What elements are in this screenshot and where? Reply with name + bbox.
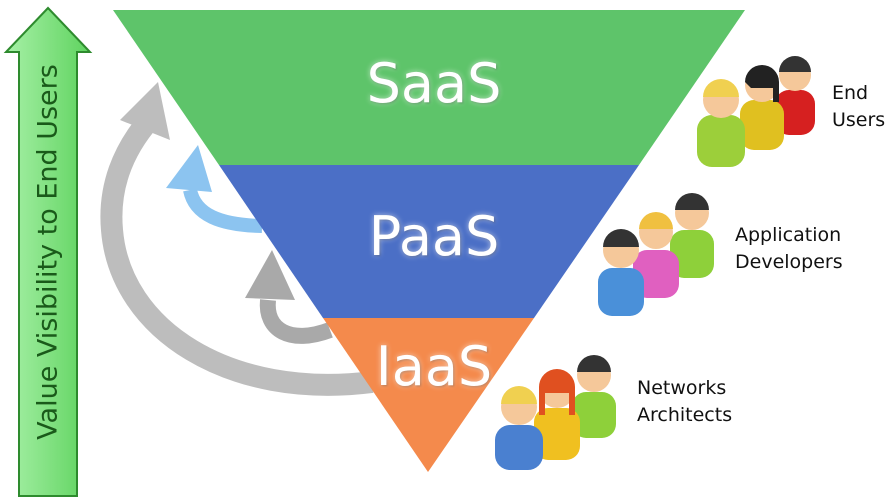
- value-visibility-axis-label: Value Visibility to End Users: [32, 64, 64, 440]
- small-gray-curved-arrow: [259, 299, 333, 344]
- end-users-label: End Users: [832, 80, 885, 134]
- blue-arrowhead: [166, 145, 212, 192]
- iaas-band: [323, 318, 534, 472]
- end-users-people-icon: [697, 56, 815, 167]
- architects-label: Networks Architects: [637, 375, 732, 429]
- saas-band: [113, 10, 745, 165]
- large-gray-curved-arrow: [100, 118, 374, 396]
- role-line: Networks: [637, 377, 727, 399]
- role-line: Developers: [735, 251, 843, 273]
- saas-label: SaaS: [366, 52, 502, 115]
- role-line: Users: [832, 109, 886, 131]
- developers-people-icon: [598, 193, 714, 316]
- paas-label: PaaS: [368, 205, 500, 268]
- role-line: Application: [735, 224, 842, 246]
- developers-label: Application Developers: [735, 222, 843, 276]
- iaas-label: IaaS: [375, 335, 493, 398]
- role-line: Architects: [637, 404, 733, 426]
- small-gray-arrowhead: [245, 250, 295, 300]
- paas-band: [219, 165, 639, 318]
- large-gray-arrowhead: [120, 82, 170, 140]
- architects-people-icon: [495, 355, 616, 470]
- value-arrow: [3, 6, 93, 497]
- blue-curved-arrow: [183, 188, 263, 233]
- role-line: End: [832, 82, 869, 104]
